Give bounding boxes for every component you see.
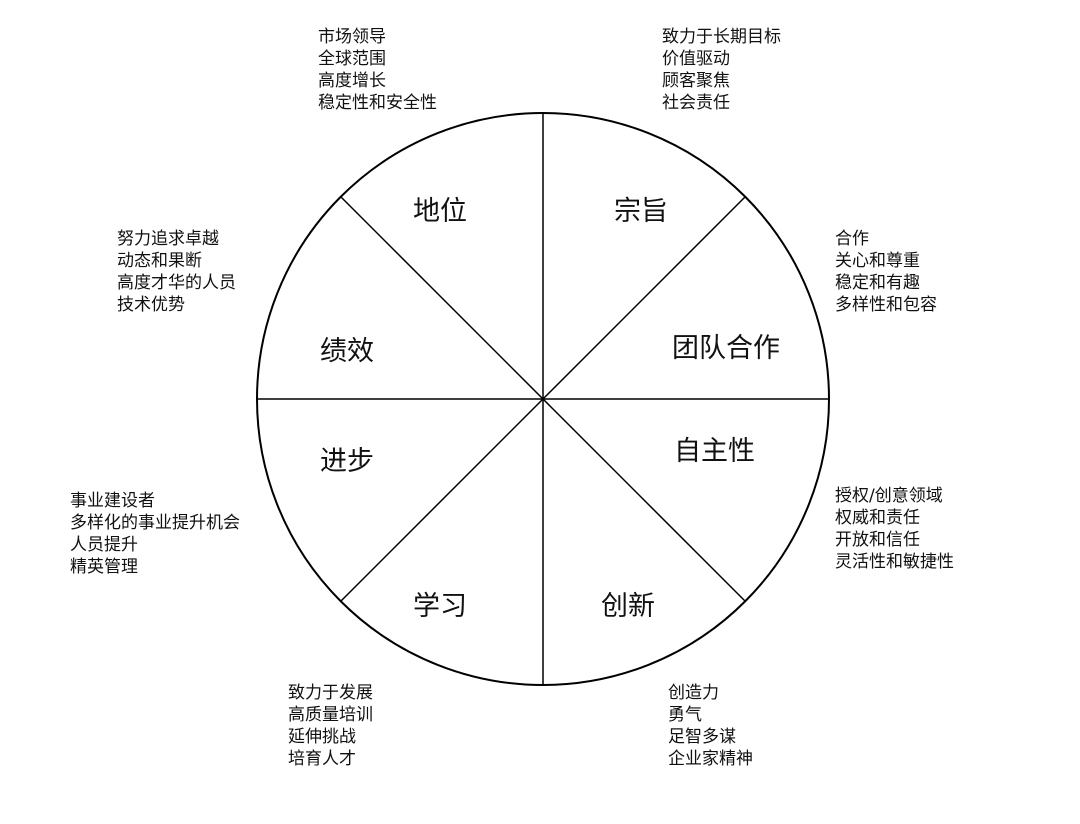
annotation-learning: 致力于发展 高质量培训 延伸挑战 培育人才 (288, 682, 373, 770)
annotation-purpose: 致力于长期目标 价值驱动 顾客聚焦 社会责任 (662, 26, 781, 114)
annotation-item: 足智多谋 (668, 727, 736, 747)
divider-diagonal-up (340, 196, 746, 602)
annotation-item: 社会责任 (662, 93, 730, 113)
annotation-position: 市场领导 全球范围 高度增长 稳定性和安全性 (318, 26, 437, 114)
annotation-item: 企业家精神 (668, 749, 753, 769)
annotation-item: 稳定和有趣 (835, 273, 920, 293)
annotation-item: 高度才华的人员 (117, 273, 236, 293)
annotation-item: 高质量培训 (288, 705, 373, 725)
annotation-item: 致力于长期目标 (662, 27, 781, 47)
segment-label-progress: 进步 (320, 446, 374, 477)
segment-label-position: 地位 (413, 196, 467, 227)
annotation-item: 创造力 (668, 683, 719, 703)
annotation-item: 致力于发展 (288, 683, 373, 703)
annotation-item: 灵活性和敏捷性 (835, 552, 954, 572)
annotation-item: 授权/创意领域 (835, 486, 943, 506)
annotation-innovation: 创造力 勇气 足智多谋 企业家精神 (668, 682, 753, 770)
annotation-item: 价值驱动 (662, 49, 730, 69)
segment-label-innovation: 创新 (601, 591, 655, 622)
annotation-progress: 事业建设者 多样化的事业提升机会 人员提升 精英管理 (70, 490, 240, 578)
segment-label-autonomy: 自主性 (674, 436, 755, 467)
annotation-item: 精英管理 (70, 557, 138, 577)
segment-label-performance: 绩效 (320, 336, 374, 367)
annotation-item: 人员提升 (70, 535, 138, 555)
annotation-item: 顾客聚焦 (662, 71, 730, 91)
annotation-autonomy: 授权/创意领域 权威和责任 开放和信任 灵活性和敏捷性 (835, 485, 954, 573)
segment-label-teamwork: 团队合作 (672, 333, 780, 364)
annotation-item: 培育人才 (288, 749, 356, 769)
annotation-item: 合作 (835, 229, 869, 249)
segment-label-learning: 学习 (413, 591, 467, 622)
segment-label-purpose: 宗旨 (614, 196, 668, 227)
annotation-item: 开放和信任 (835, 530, 920, 550)
annotation-item: 延伸挑战 (288, 727, 356, 747)
annotation-item: 高度增长 (318, 71, 386, 91)
annotation-item: 关心和尊重 (835, 251, 920, 271)
annotation-item: 勇气 (668, 705, 702, 725)
annotation-item: 事业建设者 (70, 491, 155, 511)
annotation-item: 市场领导 (318, 27, 386, 47)
annotation-item: 多样化的事业提升机会 (70, 513, 240, 533)
annotation-item: 动态和果断 (117, 251, 202, 271)
annotation-item: 努力追求卓越 (117, 229, 219, 249)
annotation-teamwork: 合作 关心和尊重 稳定和有趣 多样性和包容 (835, 228, 937, 316)
annotation-item: 全球范围 (318, 49, 386, 69)
annotation-item: 权威和责任 (835, 508, 920, 528)
annotation-item: 多样性和包容 (835, 295, 937, 315)
annotation-item: 技术优势 (117, 295, 185, 315)
annotation-item: 稳定性和安全性 (318, 93, 437, 113)
annotation-performance: 努力追求卓越 动态和果断 高度才华的人员 技术优势 (117, 228, 236, 316)
